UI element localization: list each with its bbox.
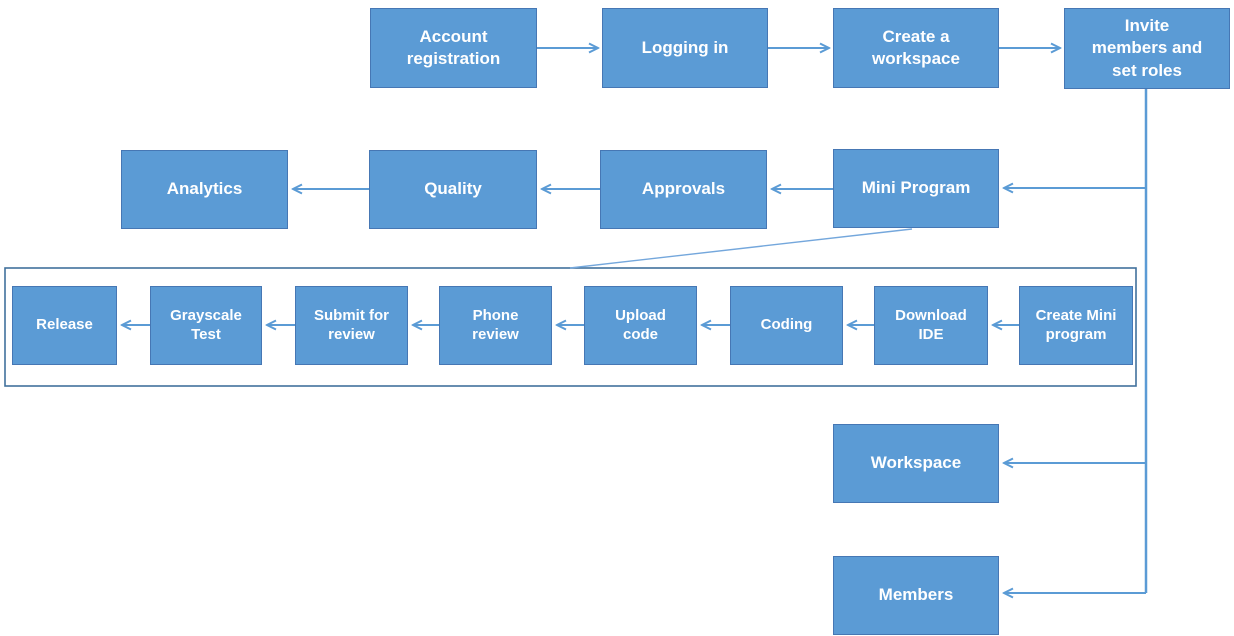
node-workspace[interactable]: Workspace [833,424,999,503]
node-approvals[interactable]: Approvals [600,150,767,229]
node-create-mini-program[interactable]: Create Mini program [1019,286,1133,365]
node-release[interactable]: Release [12,286,117,365]
node-label: Approvals [641,179,726,199]
node-quality[interactable]: Quality [369,150,537,229]
node-label: Download IDE [895,306,967,343]
node-create-workspace[interactable]: Create a workspace [833,8,999,88]
node-members[interactable]: Members [833,556,999,635]
node-label: Invite members and set roles [1091,16,1203,80]
node-label: Create a workspace [872,26,960,68]
node-logging-in[interactable]: Logging in [602,8,768,88]
node-label: Grayscale Test [170,306,242,343]
node-label: Release [36,316,93,334]
node-download-ide[interactable]: Download IDE [874,286,988,365]
callout-miniprogram-to-group [569,228,913,269]
node-label: Account registration [406,26,501,68]
node-label: Create Mini program [1035,306,1117,343]
node-label: Upload code [615,306,666,343]
node-label: Logging in [641,37,729,57]
node-label: Analytics [166,179,243,199]
node-label: Members [878,585,954,605]
node-mini-program[interactable]: Mini Program [833,149,999,228]
node-label: Phone review [472,306,519,343]
node-submit-for-review[interactable]: Submit for review [295,286,408,365]
node-label: Mini Program [861,178,971,198]
node-phone-review[interactable]: Phone review [439,286,552,365]
node-label: Workspace [870,453,962,473]
node-coding[interactable]: Coding [730,286,843,365]
node-upload-code[interactable]: Upload code [584,286,697,365]
node-account-registration[interactable]: Account registration [370,8,537,88]
node-label: Submit for review [314,306,389,343]
node-grayscale-test[interactable]: Grayscale Test [150,286,262,365]
node-analytics[interactable]: Analytics [121,150,288,229]
node-label: Quality [424,179,482,199]
node-invite-members[interactable]: Invite members and set roles [1064,8,1230,89]
node-label: Coding [760,316,813,334]
